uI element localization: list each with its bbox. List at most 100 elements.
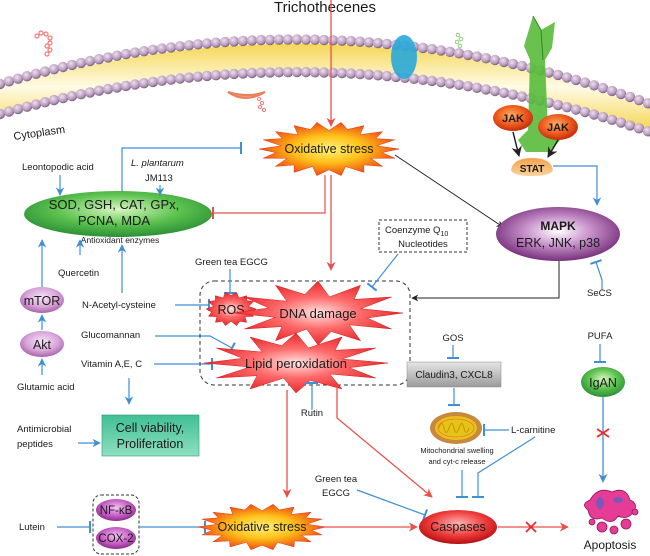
lipid-head <box>102 83 114 95</box>
lipid-head <box>345 35 357 47</box>
lipid-peroxidation-node: Lipid peroxidation <box>203 332 389 394</box>
lipid-head <box>543 67 555 78</box>
lipid-head <box>462 81 474 92</box>
jak-node-2 <box>538 114 578 140</box>
lipid-head <box>363 69 375 80</box>
lipid-head <box>552 69 564 81</box>
cox2-label: COX-2 <box>98 533 133 545</box>
lipid-head <box>507 89 519 100</box>
lipid-head <box>480 53 492 64</box>
lipid-head <box>228 36 240 47</box>
lipid-head <box>93 54 105 65</box>
lipid-head <box>192 39 204 50</box>
agent-l-carnitine: L-carnitine <box>511 425 555 436</box>
lipid-head <box>39 66 51 77</box>
stat-node <box>511 158 553 176</box>
lipid-head <box>480 84 492 95</box>
blocked-x-icon-2 <box>525 521 537 533</box>
lipid-head <box>354 36 366 47</box>
lipid-head <box>30 99 42 110</box>
lipid-head <box>30 68 42 80</box>
mito-caption-line1: Mitochondrial swelling <box>420 446 493 455</box>
lipid-head <box>21 71 33 82</box>
lipid-head <box>75 89 87 100</box>
lipid-head <box>21 101 33 112</box>
lipid-head <box>309 67 321 78</box>
lipid-head <box>300 66 312 78</box>
mtor-label: mTOR <box>24 294 61 308</box>
inhibit-enzymes-to-stress <box>121 142 242 192</box>
cytoplasm-label: Cytoplasm <box>13 124 66 143</box>
lipid-head <box>237 68 249 79</box>
lipid-head <box>327 67 339 79</box>
lipid-head <box>237 35 249 47</box>
lipid-head <box>417 74 429 86</box>
lipid-head <box>642 98 650 109</box>
lipid-head <box>3 76 15 87</box>
coq10-prefix: Coenzyme Q <box>385 225 440 236</box>
coq10-subscript: 10 <box>440 231 448 238</box>
lipid-head <box>471 82 483 94</box>
lipid-head <box>318 67 330 78</box>
cell-viability-node: Cell viability, Proliferation <box>101 414 200 457</box>
lipid-head <box>489 54 501 66</box>
membrane-protein-icon <box>227 91 266 99</box>
membrane-upper-heads <box>0 34 650 109</box>
agent-vitamins: Vitamin A,E, C <box>81 359 142 370</box>
lipid-head <box>453 48 465 59</box>
lipid-head <box>120 48 132 60</box>
lipid-head <box>507 58 519 70</box>
lipid-head <box>597 82 609 94</box>
agent-quercetin: Quercetin <box>58 268 99 279</box>
lipid-head <box>75 57 87 69</box>
oxidative-stress-bottom-label: Oxidative stress <box>218 520 307 534</box>
lipid-head <box>129 79 141 90</box>
arrow-damage-to-caspases <box>336 385 433 498</box>
antioxidant-line2: PCNA, MDA <box>78 213 151 228</box>
jak-node-1 <box>493 105 533 131</box>
lipid-head <box>372 37 384 49</box>
lipid-head <box>165 42 177 53</box>
agent-coq10: Coenzyme Q10 <box>385 225 448 238</box>
lipid-head <box>111 50 123 61</box>
lipid-head <box>336 67 348 79</box>
lipid-head <box>57 61 69 73</box>
agent-secs: SeCS <box>587 288 612 299</box>
lipid-head <box>192 71 204 82</box>
lipid-head <box>345 68 357 79</box>
blocked-x-icon <box>596 428 610 438</box>
arrow-stress-to-mapk <box>394 154 504 228</box>
lipid-head <box>273 34 285 45</box>
lipid-head <box>174 73 186 84</box>
agent-antimicrobial-line2: peptides <box>17 439 53 450</box>
lipid-head <box>516 60 528 72</box>
lipid-head <box>444 78 456 89</box>
caspases-node: Caspases <box>419 510 497 544</box>
lipid-head <box>498 87 510 99</box>
jak-label-1: JAK <box>502 113 524 125</box>
mapk-node: MAPK ERK, JNK, p38 <box>496 207 620 261</box>
coq10-nucleotides-box: Coenzyme Q10 Nucleotides <box>378 219 468 253</box>
nfkb-cox2-group-box <box>92 494 140 555</box>
lipid-head <box>426 43 438 55</box>
lipid-head <box>336 35 348 46</box>
lipid-head <box>282 66 294 78</box>
lipid-head <box>201 38 213 49</box>
lipid-head <box>156 43 168 54</box>
mito-caption-line2: and cyt-c release <box>428 457 485 466</box>
agent-antimicrobial-line1: Antimicrobial <box>17 424 71 435</box>
lipid-head <box>246 67 258 79</box>
lipid-head <box>588 109 600 120</box>
lipid-head <box>435 45 447 56</box>
lipid-head <box>201 70 213 82</box>
agent-lutein: Lutein <box>19 522 45 533</box>
jak-stat-complex: JAK JAK STAT <box>493 105 578 176</box>
agent-nac: N-Acetyl-cysteine <box>82 300 156 311</box>
apoptosis-label: Apoptosis <box>584 538 637 552</box>
lipid-head <box>435 76 447 88</box>
lipid-head <box>111 82 123 93</box>
nfkb-node: NF-κB <box>96 499 136 521</box>
cell-viability-line1: Cell viability, <box>116 421 185 435</box>
stat-label: STAT <box>520 164 545 175</box>
arrow-stat-to-mapk <box>553 165 602 206</box>
